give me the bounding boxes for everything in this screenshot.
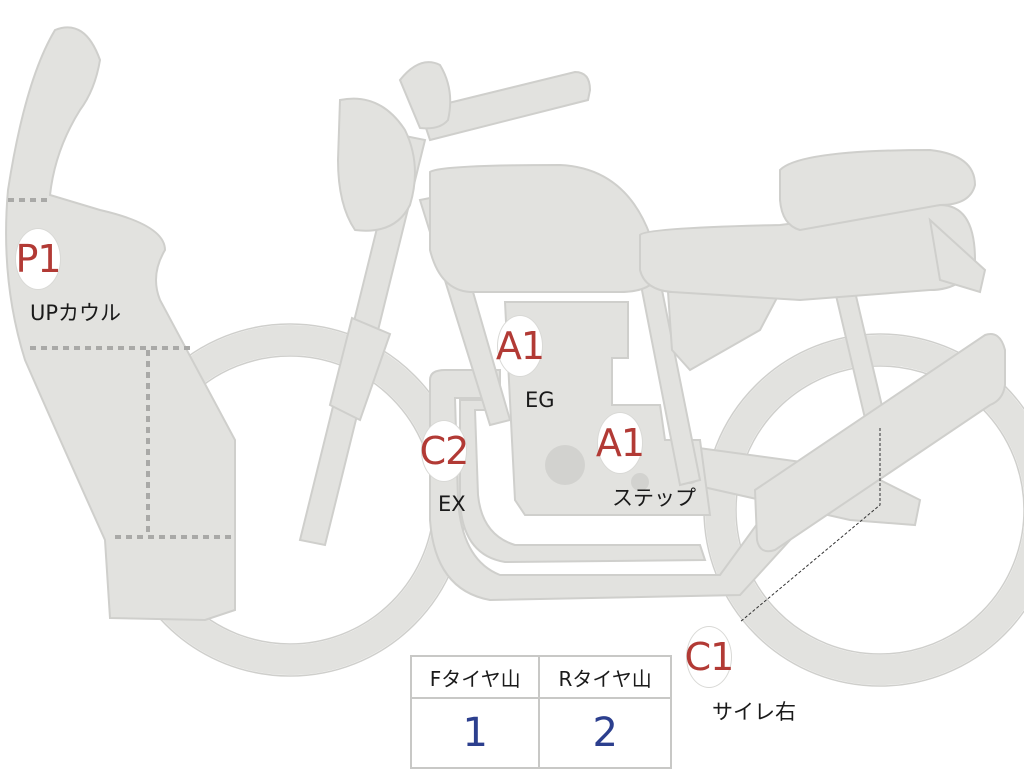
marker-a1-engine: A1 [496, 315, 545, 377]
fork-guard [328, 316, 392, 422]
tire-tread-table: Fタイヤ山 Rタイヤ山 1 2 [409, 655, 672, 769]
marker-a1-step: A1 [596, 412, 645, 474]
marker-a1-engine-label: EG [525, 388, 555, 412]
marker-p1-label: UPカウル [30, 301, 122, 325]
tire-table-header-row: Fタイヤ山 Rタイヤ山 [409, 655, 672, 699]
upper-cowl [5, 26, 236, 622]
headlight [336, 97, 416, 232]
marker-p1: P1 [15, 228, 62, 290]
front-tire-header: Fタイヤ山 [409, 655, 541, 699]
marker-c2: C2 [420, 420, 469, 482]
mirror-stem [398, 61, 452, 130]
marker-c1-label: サイレ右 [712, 700, 796, 724]
marker-c2-label: EX [438, 492, 466, 516]
front-tire-value: 1 [409, 697, 541, 769]
exhaust-pipe-lower [429, 369, 792, 602]
marker-a1-step-label: ステップ [612, 486, 696, 510]
seat [639, 203, 977, 302]
rear-tire-header: Rタイヤ山 [538, 655, 672, 699]
footpeg-front [631, 473, 649, 491]
handlebar [418, 70, 592, 142]
fuel-tank [429, 163, 651, 293]
tire-table-value-row: 1 2 [409, 697, 672, 769]
rear-tire-value: 2 [538, 697, 672, 769]
muffler [753, 333, 1006, 553]
rear-cowl [779, 148, 977, 232]
silencer-leader-line [739, 428, 881, 623]
tail-light [928, 217, 987, 294]
engine-cover [545, 445, 585, 485]
exhaust-pipe-upper [459, 399, 707, 564]
marker-c1: C1 [685, 626, 734, 688]
side-cover [666, 291, 782, 372]
